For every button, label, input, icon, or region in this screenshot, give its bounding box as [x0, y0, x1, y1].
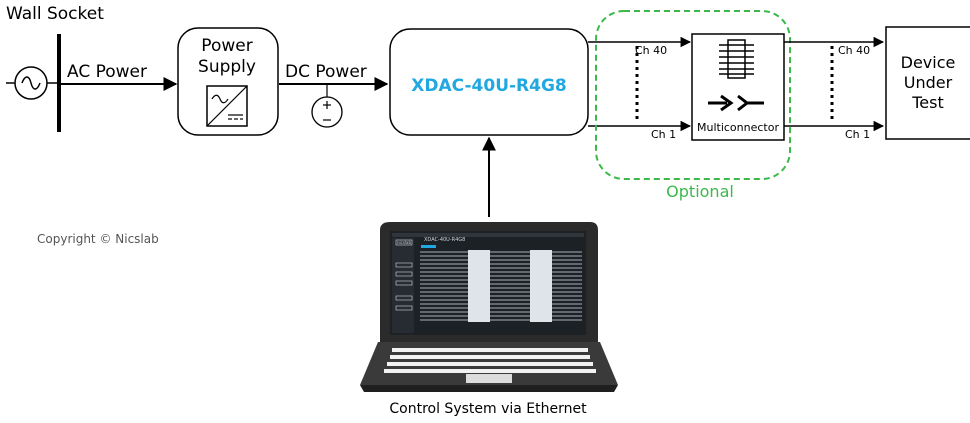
optional-region [595, 10, 791, 180]
laptop-icon [360, 222, 618, 392]
dc-power-label: DC Power [285, 62, 367, 82]
control-system-label: Control System via Ethernet [389, 401, 587, 417]
ch1-in-label: Ch 1 [651, 128, 677, 141]
ac-source-icon [6, 66, 59, 100]
ch40-out-label: Ch 40 [838, 44, 871, 57]
laptop-keyboard [384, 348, 596, 373]
xdac-device-box [389, 28, 589, 136]
laptop-trackpad [466, 374, 512, 383]
ac-power-label: AC Power [67, 62, 148, 82]
dut-box [885, 26, 970, 140]
dut-label: Device Under Test [900, 53, 956, 112]
ch40-in-label: Ch 40 [635, 44, 668, 57]
dc-battery-icon [311, 85, 343, 128]
power-supply-label: Power Supply [198, 36, 256, 77]
power-supply-box [177, 27, 279, 136]
wall-socket-label: Wall Socket [6, 4, 104, 24]
screen-title: XDAC-40U-R4G8 [424, 237, 466, 243]
optional-label: Optional [666, 182, 734, 201]
ac-dc-converter-icon [206, 85, 248, 127]
multiconnector-label: Multiconnector [697, 121, 779, 134]
connector-symbol-icon [708, 94, 764, 112]
copyright-label: Copyright © Nicslab [37, 232, 159, 246]
ch1-out-label: Ch 1 [845, 128, 871, 141]
device-label: XDAC-40U-R4G8 [411, 76, 567, 96]
multiconnector-chip-icon [719, 39, 754, 79]
screen-logo: nicslab [397, 240, 412, 245]
